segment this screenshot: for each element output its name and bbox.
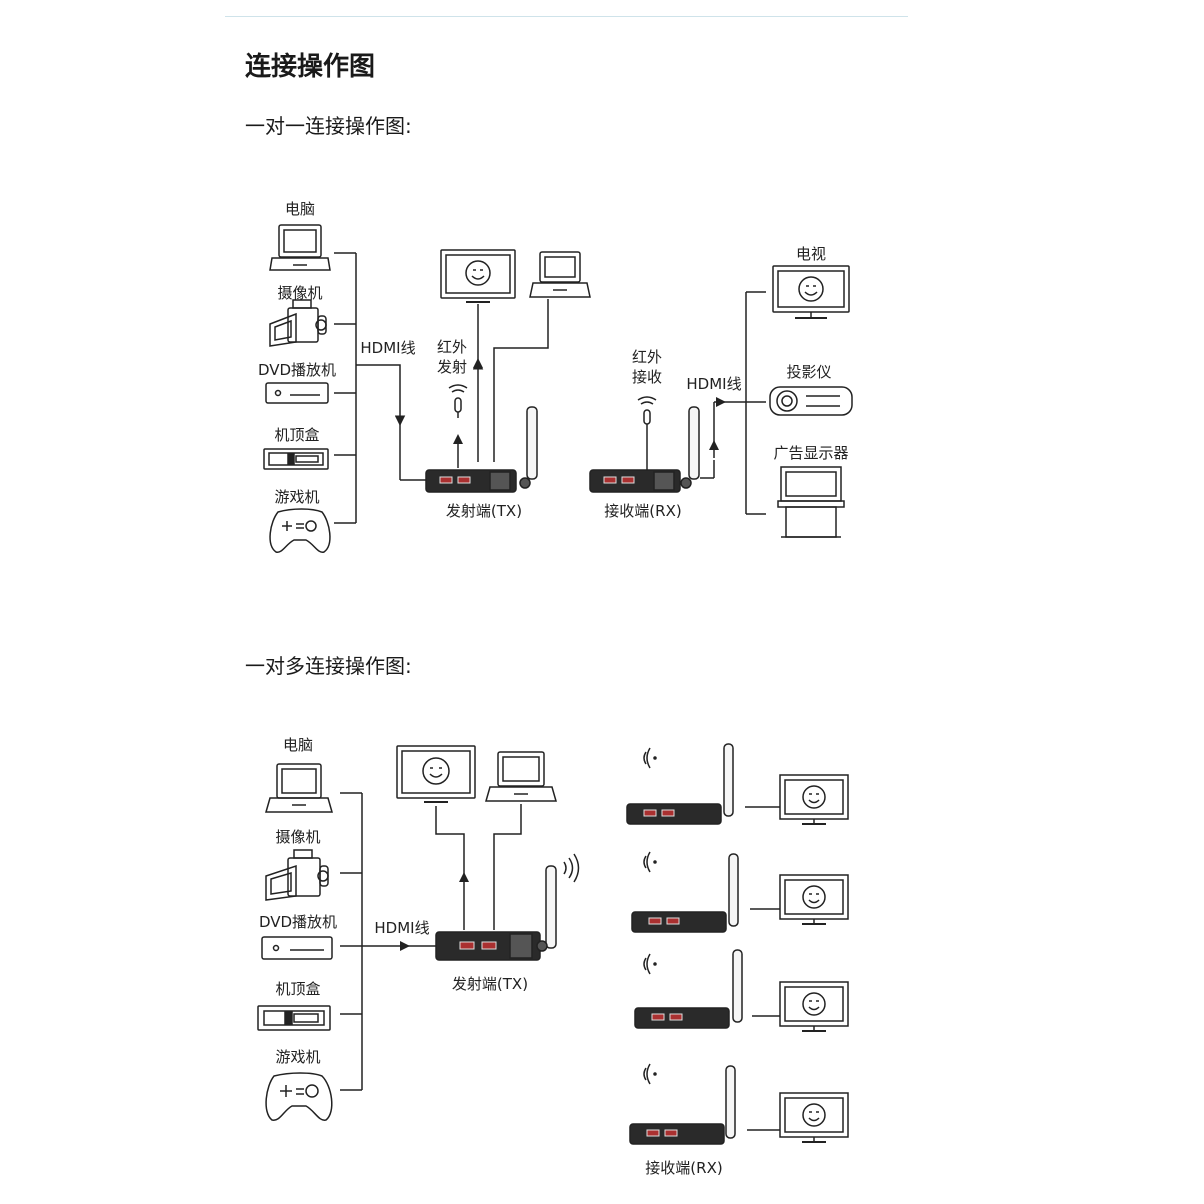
monitor-icon (779, 874, 849, 925)
camcorder-icon (269, 299, 327, 347)
wifi-signal-icon (448, 384, 468, 393)
wifi-signal-icon (643, 953, 657, 975)
section2-heading: 一对多连接操作图: (245, 654, 412, 678)
one-to-many-diagram: 电脑 摄像机 DVD播放机 机顶盒 游戏机 (257, 736, 849, 1177)
source-label-camera: 摄像机 (275, 828, 320, 846)
set-top-box-icon (257, 1005, 331, 1031)
ir-sensor-icon (454, 397, 462, 418)
output-label-projector: 投影仪 (786, 363, 831, 381)
wifi-signal-icon (637, 396, 657, 405)
output-label-tv: 电视 (796, 245, 826, 263)
hdmi-cable-label: HDMI线 (360, 339, 415, 357)
monitor-icon (779, 981, 849, 1032)
source-label-game: 游戏机 (274, 488, 319, 506)
tv-icon (772, 265, 850, 319)
source-label-dvd: DVD播放机 (258, 361, 336, 379)
source-label-stb: 机顶盒 (274, 426, 319, 444)
receiver-row (634, 949, 849, 1032)
receiver-icon (589, 406, 700, 493)
laptop-icon (485, 751, 557, 802)
rx-label: 接收端(RX) (645, 1159, 722, 1177)
one-to-one-diagram: 电脑 摄像机 DVD播放机 机顶盒 游戏机 (258, 200, 853, 553)
set-top-box-icon (263, 448, 329, 470)
page-title: 连接操作图 (245, 52, 376, 82)
ir-tx-label-1: 红外 (437, 338, 467, 356)
dvd-player-icon (265, 382, 329, 404)
receiver-row (631, 851, 849, 933)
ir-rx-label-1: 红外 (632, 348, 662, 366)
tx-label: 发射端(TX) (446, 502, 522, 520)
wifi-signal-icon (643, 1063, 657, 1085)
ir-rx-label-2: 接收 (632, 368, 662, 386)
source-label-pc: 电脑 (283, 736, 313, 754)
projector-icon (769, 386, 853, 416)
receiver-icon (629, 1065, 736, 1145)
dvd-player-icon (261, 936, 333, 960)
source-label-dvd: DVD播放机 (259, 913, 337, 931)
laptop-icon (529, 251, 591, 298)
transmitter-icon (435, 865, 557, 961)
monitor-icon (440, 249, 516, 303)
laptop-icon (269, 224, 331, 271)
receiver-icon (634, 949, 743, 1029)
ir-tx-label-2: 发射 (437, 358, 467, 376)
source-label-stb: 机顶盒 (275, 980, 320, 998)
monitor-icon (779, 1092, 849, 1143)
source-label-pc: 电脑 (285, 200, 315, 218)
wifi-signal-icon (563, 853, 580, 883)
source-bracket (340, 792, 436, 1091)
monitor-icon (396, 745, 476, 803)
wifi-signal-icon (643, 747, 657, 769)
monitor-icon (779, 774, 849, 825)
output-label-signage: 广告显示器 (773, 444, 848, 462)
camcorder-icon (265, 849, 329, 901)
source-label-game: 游戏机 (275, 1048, 320, 1066)
wifi-signal-icon (643, 851, 657, 873)
receiver-icon (626, 743, 734, 825)
rx-label: 接收端(RX) (604, 502, 681, 520)
source-bracket (334, 252, 426, 524)
laptop-icon (265, 763, 333, 813)
source-label-camera: 摄像机 (277, 284, 322, 302)
gamepad-icon (265, 1072, 333, 1121)
ir-sensor-icon (643, 409, 651, 425)
gamepad-icon (269, 508, 331, 553)
top-divider (225, 16, 908, 17)
section1-heading: 一对一连接操作图: (245, 114, 412, 138)
rx-hdmi-cable-label: HDMI线 (686, 375, 741, 393)
receiver-icon (631, 853, 739, 933)
transmitter-icon (425, 406, 538, 493)
receiver-row (629, 1063, 849, 1145)
signage-icon (777, 466, 845, 538)
hdmi-cable-label: HDMI线 (374, 919, 429, 937)
tx-label: 发射端(TX) (452, 975, 528, 993)
receiver-row (626, 743, 849, 825)
